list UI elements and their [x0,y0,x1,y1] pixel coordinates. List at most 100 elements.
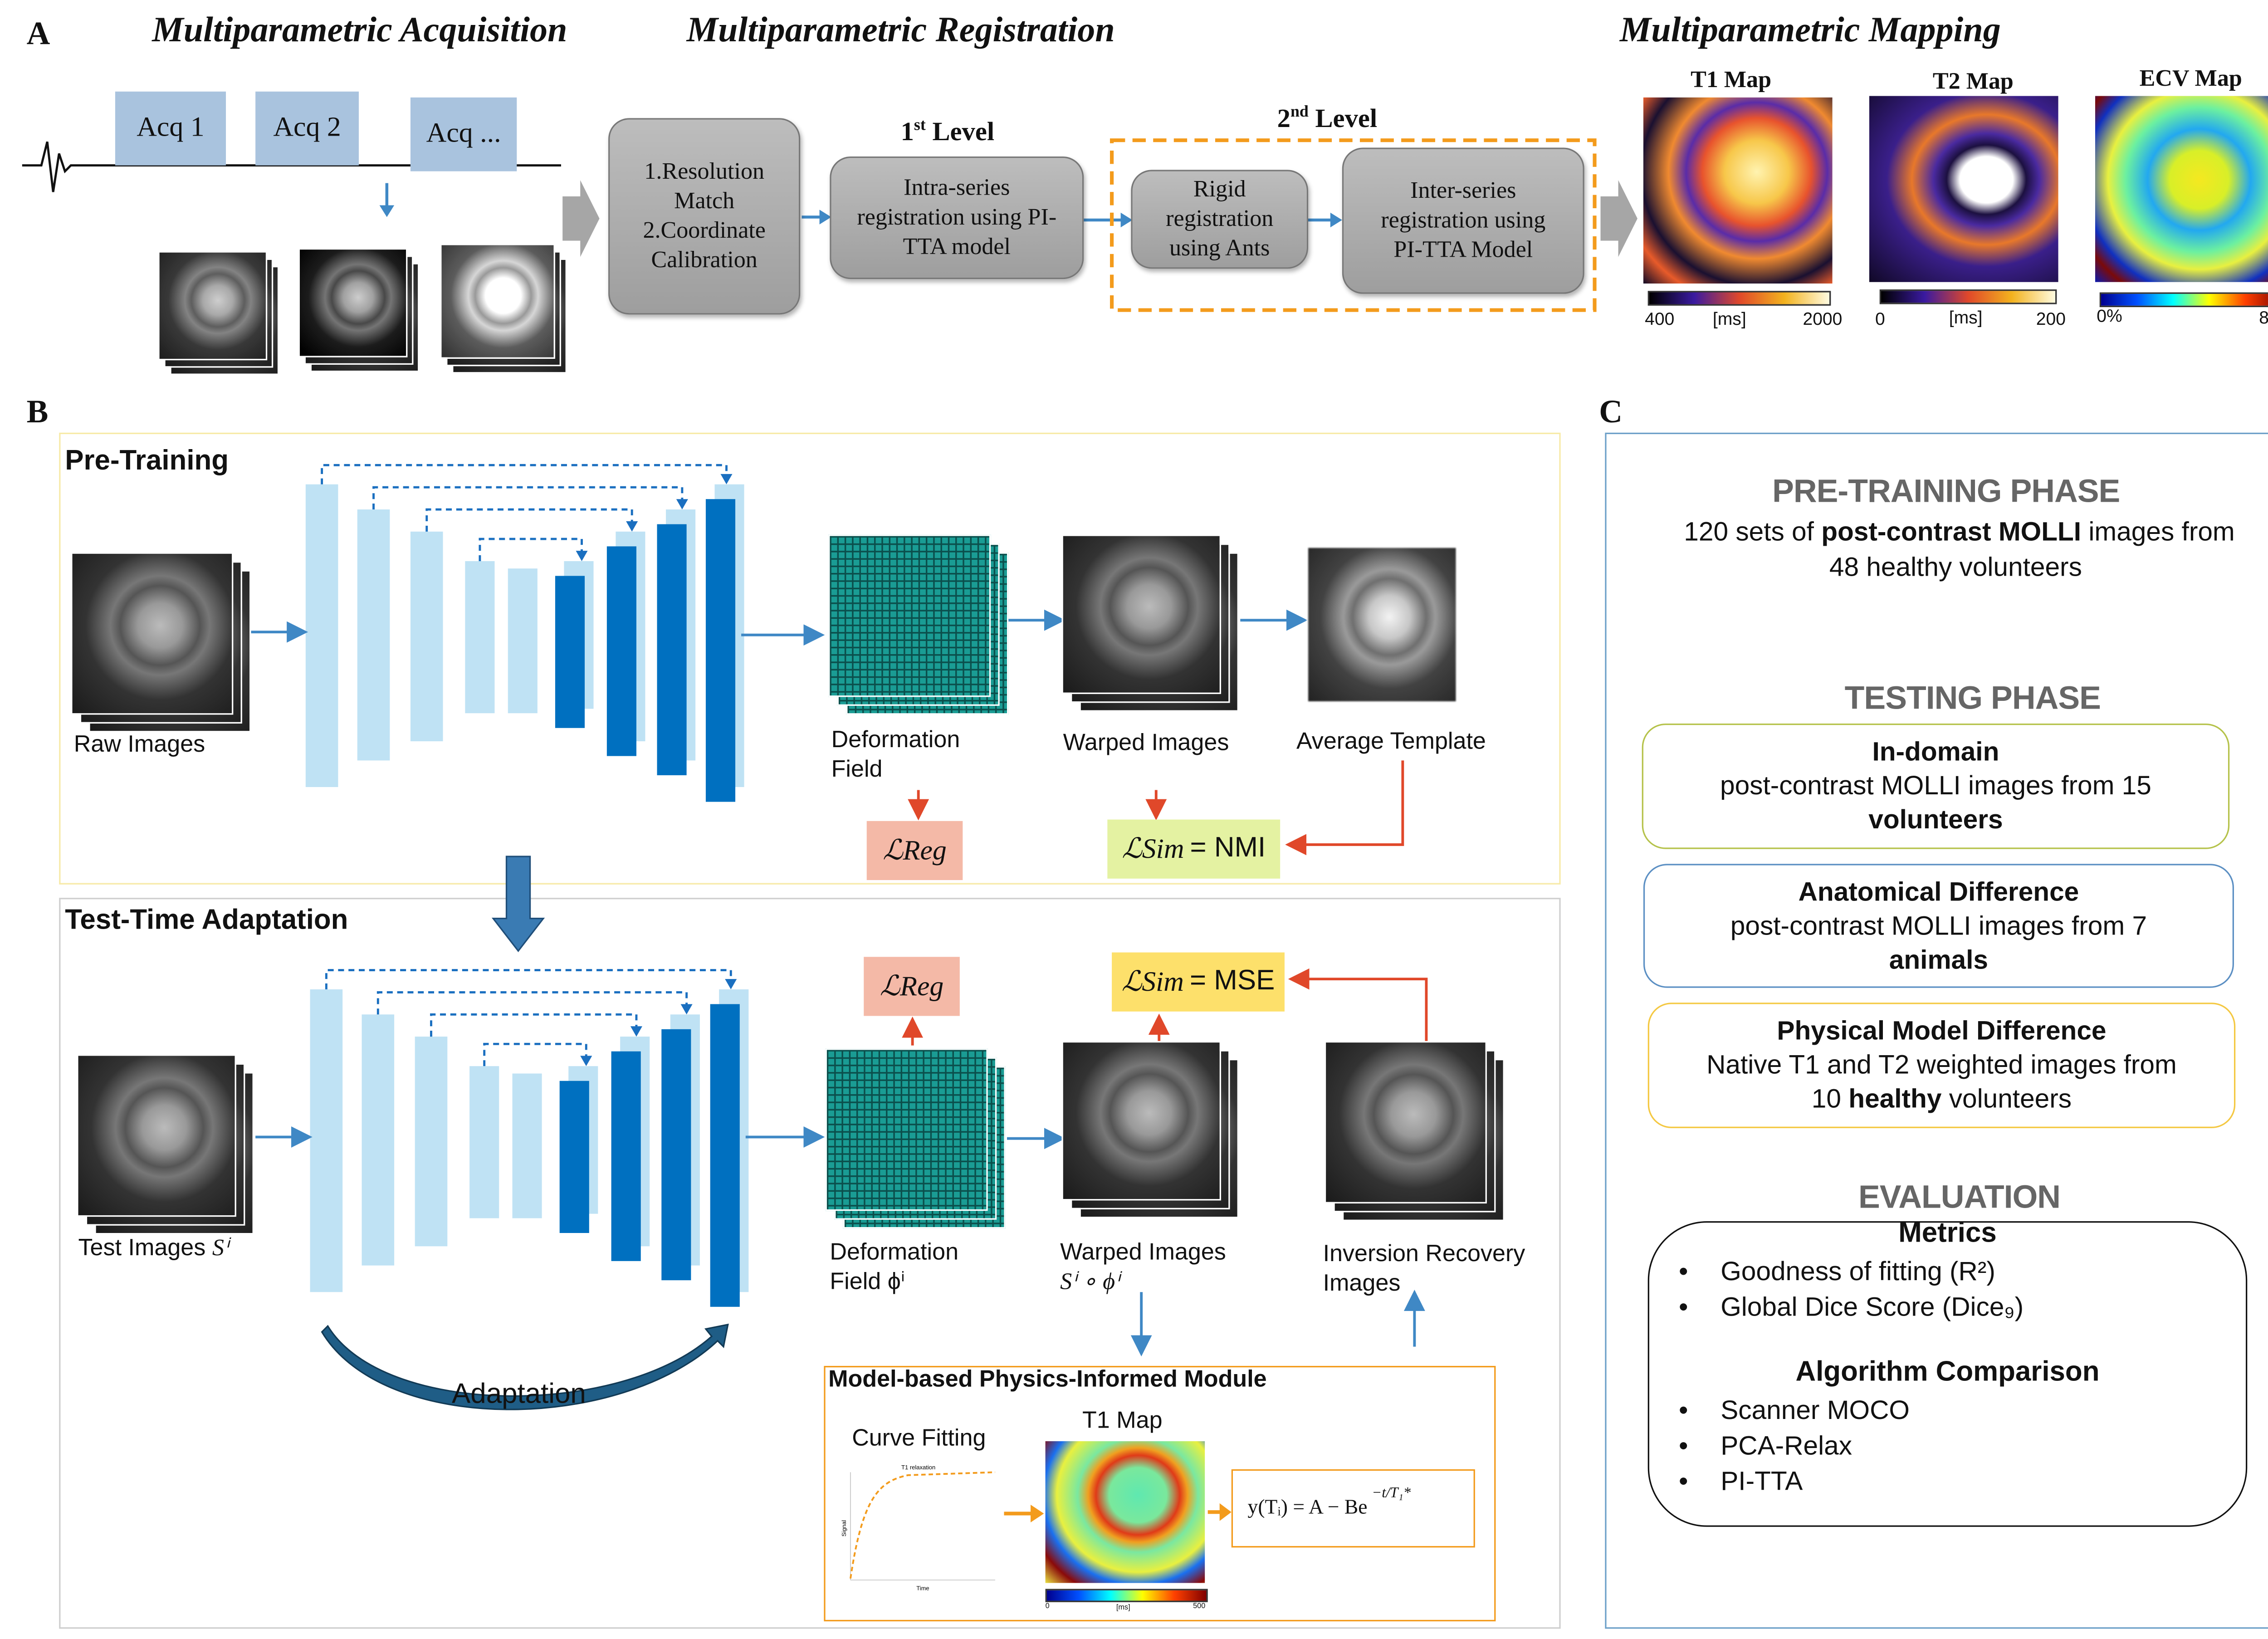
panel-a-lines [22,138,1637,312]
mapping-title: Multiparametric Mapping [1619,12,2001,50]
skip-connection-line [483,1042,587,1067]
decoder-feature-bar [611,1051,641,1261]
comparison-item: •PI-TTA [1679,1466,1803,1496]
curve-fitting-plot: T1 relaxation Time Signal [841,1464,996,1592]
t2-map-image [1869,96,2058,282]
decoder-feature-bar [661,1029,691,1281]
ecv-colorbar [2099,292,2268,308]
ecv-colorbar-max: 80% [2259,307,2268,328]
t1-colorbar-min: 400 [1645,308,1675,329]
t1-map-title: T1 Map [1691,68,1772,93]
gray-arrow-icon [1600,180,1637,257]
module-colorbar-unit: [ms] [1116,1604,1130,1613]
metric-item: •Global Dice Score (Dice₉) [1679,1292,2024,1322]
encoder-feature-bar [410,531,443,742]
skip-connection-line [321,464,728,484]
level2-dashed-box [1110,138,1597,312]
acquired-image-stack-2 [298,248,420,372]
decoder-feature-bar [710,1004,740,1307]
acq-2-box: Acq 2 [255,91,359,166]
panel-b-letter: B [26,392,49,430]
loss-reg-box: ℒReg [866,821,963,881]
physics-module-title: Model-based Physics-Informed Module [828,1367,1267,1393]
tta-title: Test-Time Adaptation [65,905,348,936]
level2-label: 2nd Level [1277,103,1378,133]
test-images-stack [77,1054,254,1235]
ecg-trace [22,141,561,192]
evaluation-box [1647,1221,2248,1527]
gray-arrow-icon [562,180,600,257]
rigid-registration-box: Rigid registration using Ants [1131,170,1309,269]
encoder-feature-bar [305,484,338,787]
t1-colorbar-unit: [ms] [1712,308,1746,329]
skip-arrowhead-icon [680,1004,693,1015]
acquisition-title: Multiparametric Acquisition [152,12,567,50]
encoder-feature-bar [508,568,538,714]
curve-plot-xlabel: Time [916,1585,929,1592]
relaxation-curve [850,1471,996,1579]
tta-flow-arrows [255,968,1428,1357]
curve-plot-ylabel: Signal [841,1520,847,1536]
curve-fitting-label: Curve Fitting [852,1426,986,1452]
skip-arrowhead-icon [580,1056,592,1067]
skip-arrowhead-icon [676,499,688,510]
panel-b-arrows [251,609,1428,1410]
pretraining-flow-arrows [251,609,1404,856]
registration-title: Multiparametric Registration [686,12,1115,50]
skip-connections [321,464,733,561]
deformation-field-label: Deformation Field [831,728,960,783]
pretraining-box [59,432,1561,885]
pretraining-phase-line2: 48 healthy volunteers [1829,552,2082,582]
raw-images-stack [71,552,251,733]
ecv-colorbar-min: 0% [2097,305,2122,327]
loss-sim-mse-box: ℒSim= MSE [1112,952,1285,1012]
level1-label: 1st Level [900,117,995,147]
inversion-recovery-label: Inversion Recovery Images [1323,1242,1525,1297]
decoder-feature-bar [559,1081,589,1233]
module-orange-arrows [1004,1503,1232,1523]
skip-arrowhead-icon [720,474,733,484]
loss-sim-nmi-box: ℒSim= NMI [1107,819,1281,879]
warped-images-stack [1061,534,1239,712]
decoder-feature-bar [606,546,636,756]
inter-series-box: Inter-series registration using PI-TTA M… [1342,147,1584,294]
signal-equation-box: y(Tᵢ) = A − Be −t/T₁* [1231,1469,1475,1548]
skip-connection-line [376,991,688,1015]
arrow-icon [1084,212,1133,228]
encoder-feature-bar [362,1014,395,1266]
test-images-label: Test Images Sⁱ [78,1236,229,1261]
skip-connection-line [325,969,732,989]
arrow-icon [1308,212,1342,228]
skip-connection-line [425,508,633,532]
comparison-item: •PCA-Relax [1679,1431,1853,1461]
tta-warped-images-stack [1061,1041,1239,1218]
encoder-feature-bar [512,1073,542,1218]
pretraining-title: Pre-Training [65,446,229,477]
evaluation-title: EVALUATION [1858,1178,2061,1215]
skip-arrowhead-icon [630,1026,642,1037]
metrics-title: Metrics [1898,1218,1997,1249]
raw-images-label: Raw Images [73,732,205,758]
module-colorbar [1045,1589,1208,1602]
encoder-feature-bar [310,989,343,1292]
skip-connection-line [372,486,684,510]
t1-colorbar-max: 2000 [1803,308,1843,329]
tta-deformation-field-stack [825,1048,1006,1229]
skip-arrowhead-icon [725,979,737,989]
skip-connection-line [479,538,583,561]
t2-map-title: T2 Map [1932,69,2014,95]
adaptation-label: Adaptation [452,1379,586,1410]
pretraining-phase-line1: 120 sets of post-contrast MOLLI images f… [1684,517,2235,547]
skip-connections [325,969,737,1067]
decoder-feature-bar [705,499,736,802]
module-t1-map-label: T1 Map [1082,1409,1163,1434]
metrics-list: •Goodness of fitting (R²) •Global Dice S… [1679,1254,2024,1325]
decoder-feature-bar [657,524,687,775]
ecv-map-image [2095,96,2268,282]
transfer-down-arrow-icon [491,856,545,952]
preprocess-box: 1.Resolution Match 2.Coordinate Calibrat… [608,118,801,315]
skip-connection-line [430,1013,638,1037]
